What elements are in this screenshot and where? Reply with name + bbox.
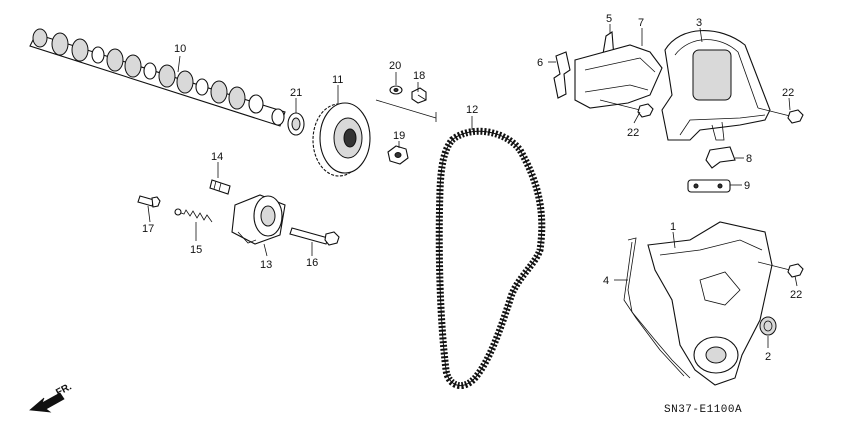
bolt-22-lower[interactable] — [757, 261, 804, 278]
belt-guide-8[interactable] — [705, 146, 736, 169]
callout-7: 7 — [638, 17, 644, 29]
grommet-2[interactable] — [759, 316, 777, 336]
callout-16: 16 — [306, 257, 318, 269]
front-direction-arrow: FR. — [29, 381, 74, 413]
leader-lines — [147, 24, 798, 348]
bolt-small[interactable] — [411, 87, 427, 104]
upper-cover[interactable] — [661, 30, 771, 141]
belt-guide-9[interactable] — [687, 179, 731, 193]
callout-22-upper-right: 22 — [782, 87, 794, 99]
nut-flange[interactable] — [387, 145, 409, 165]
front-direction-label: FR. — [54, 381, 74, 398]
callout-6: 6 — [537, 57, 543, 69]
camshaft[interactable] — [29, 28, 286, 127]
diagram-code: SN37-E1100A — [664, 404, 742, 416]
callout-5: 5 — [606, 13, 612, 25]
callout-11: 11 — [332, 74, 343, 86]
callout-10: 10 — [174, 43, 186, 55]
bolt-22-upper-right[interactable] — [757, 107, 804, 124]
bolt-22-upper-left[interactable] — [599, 99, 654, 118]
cover-seal-7[interactable] — [574, 44, 663, 109]
callout-13: 13 — [260, 259, 272, 271]
callout-14: 14 — [211, 151, 223, 163]
bracket-line — [375, 99, 437, 119]
callout-8: 8 — [746, 153, 752, 165]
callout-21: 21 — [290, 87, 302, 99]
callout-22-upper-left: 22 — [627, 127, 639, 139]
cover-bracket-6[interactable] — [553, 51, 571, 99]
camshaft-pulley[interactable] — [312, 102, 371, 177]
tensioner-spring-15[interactable] — [174, 208, 213, 223]
callout-labels: 10 21 11 20 18 19 12 5 7 3 6 22 22 8 9 1… — [142, 13, 802, 363]
callout-15: 15 — [190, 244, 202, 256]
callout-12: 12 — [466, 104, 478, 116]
timing-belt[interactable] — [435, 127, 546, 390]
callout-17: 17 — [142, 223, 154, 235]
callout-19: 19 — [393, 130, 405, 142]
washer[interactable] — [389, 85, 403, 95]
callout-2: 2 — [765, 351, 771, 363]
callout-3: 3 — [696, 17, 702, 29]
callout-22-lower: 22 — [790, 289, 802, 301]
tensioner-stud-14[interactable] — [209, 179, 231, 195]
callout-1: 1 — [670, 221, 676, 233]
callout-9: 9 — [744, 180, 750, 192]
callout-4: 4 — [603, 275, 609, 287]
lower-cover[interactable] — [647, 221, 773, 386]
tensioner-bolt-16[interactable] — [289, 227, 340, 246]
callout-18: 18 — [413, 70, 425, 82]
callout-20: 20 — [389, 60, 401, 72]
bolt-17[interactable] — [137, 195, 161, 208]
tensioner-13[interactable] — [231, 194, 286, 245]
lower-cover-seal-4[interactable] — [623, 237, 691, 379]
camshaft-oil-seal[interactable] — [287, 112, 305, 136]
